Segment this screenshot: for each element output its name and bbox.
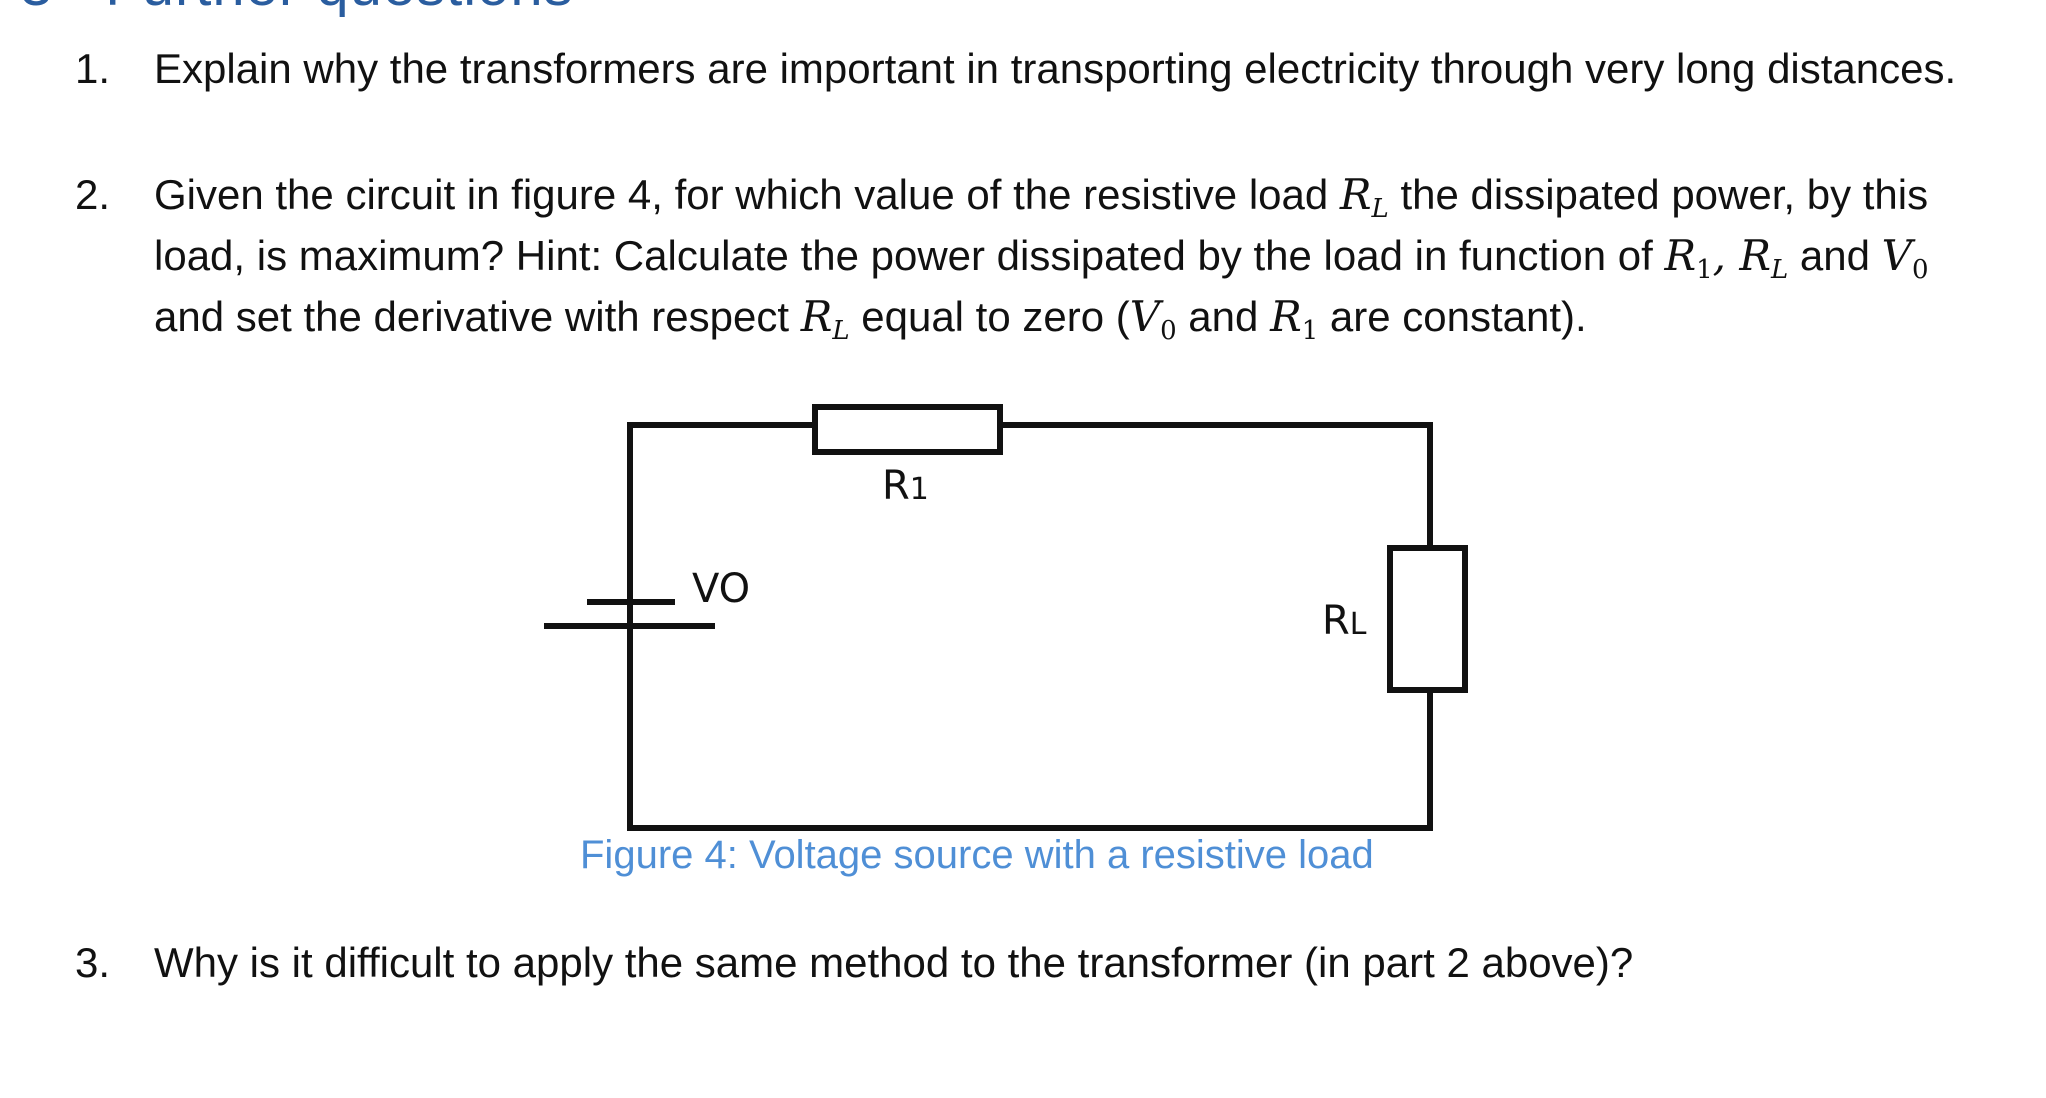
question-number: 1. [75,45,111,92]
question-text-segment: and [1788,232,1882,279]
math-v0: V0 [1129,292,1177,346]
math-rl: RL [800,292,850,346]
question-text-segment: the dissipated power, by this load, is m… [154,171,1929,279]
resistor-rl [1387,545,1468,693]
question-3: 3. Why is it difficult to apply the same… [75,932,1995,993]
wire-right-bottom [627,623,1433,831]
question-text: Why is it difficult to apply the same me… [154,939,1634,986]
question-text-segment: and set the derivative with respect [154,293,801,340]
math-comma: , [1712,231,1740,280]
question-text-segment: and [1176,293,1271,340]
math-rl: RL [1739,231,1789,285]
label-r1: R1 [882,463,929,509]
resistor-r1 [812,404,1003,455]
question-number: 3. [75,939,111,986]
question-text: Explain why the transformers are importa… [154,45,1957,92]
wire-left-top [627,422,818,663]
math-r1: R1 [1664,231,1713,285]
label-v0: VO [692,566,750,612]
math-v0: V0 [1881,231,1929,285]
question-text-segment: are constant). [1318,293,1587,340]
section-heading: 3 Further questions [20,0,574,19]
question-text-segment: equal to zero ( [849,293,1130,340]
section-number: 3 [20,0,53,18]
question-2: 2. Given the circuit in figure 4, for wh… [75,164,1995,347]
label-rl: RL [1322,598,1367,644]
question-number: 2. [75,171,111,218]
question-1: 1. Explain why the transformers are impo… [75,38,1995,99]
math-r1: R1 [1270,292,1319,346]
section-title: Further questions [105,0,573,18]
figure-caption: Figure 4: Voltage source with a resistiv… [580,833,1374,877]
wire-right-top [997,422,1433,551]
math-rl: RL [1339,170,1389,224]
question-text-segment: Given the circuit in figure 4, for which… [154,171,1340,218]
question-text: Given the circuit in figure 4, for which… [154,164,1995,347]
